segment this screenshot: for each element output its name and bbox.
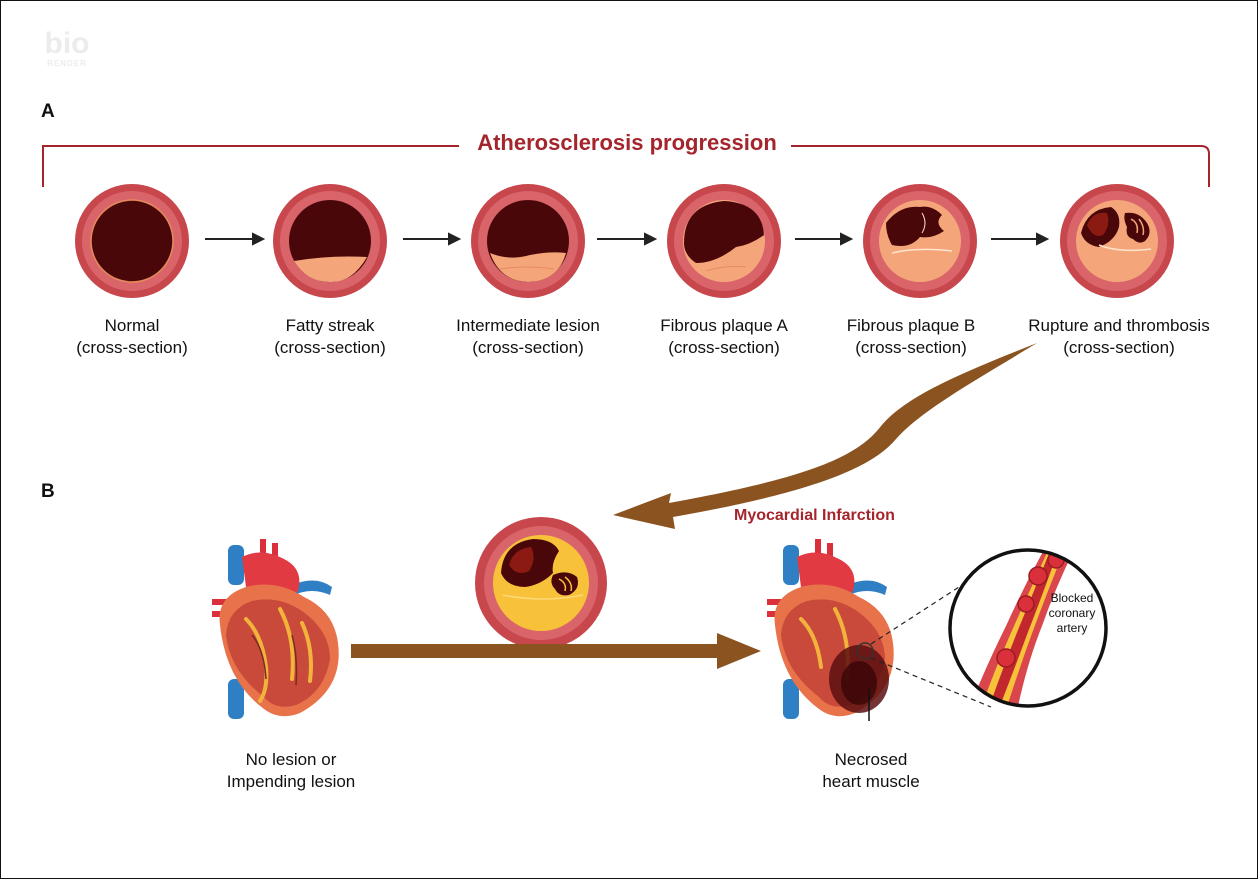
- zoom-label-line1: Blocked: [1037, 591, 1107, 606]
- necrosed-caption-line2: heart muscle: [786, 771, 956, 793]
- healthy-caption-line2: Impending lesion: [196, 771, 386, 793]
- healthy-heart-caption: No lesion or Impending lesion: [196, 749, 386, 793]
- healthy-caption-line1: No lesion or: [196, 749, 386, 771]
- zoom-label: Blocked coronary artery: [1037, 591, 1107, 636]
- necrosed-heart-caption: Necrosed heart muscle: [786, 749, 956, 793]
- zoom-label-line3: artery: [1037, 621, 1107, 636]
- necrosed-caption-line1: Necrosed: [786, 749, 956, 771]
- zoom-label-line2: coronary: [1037, 606, 1107, 621]
